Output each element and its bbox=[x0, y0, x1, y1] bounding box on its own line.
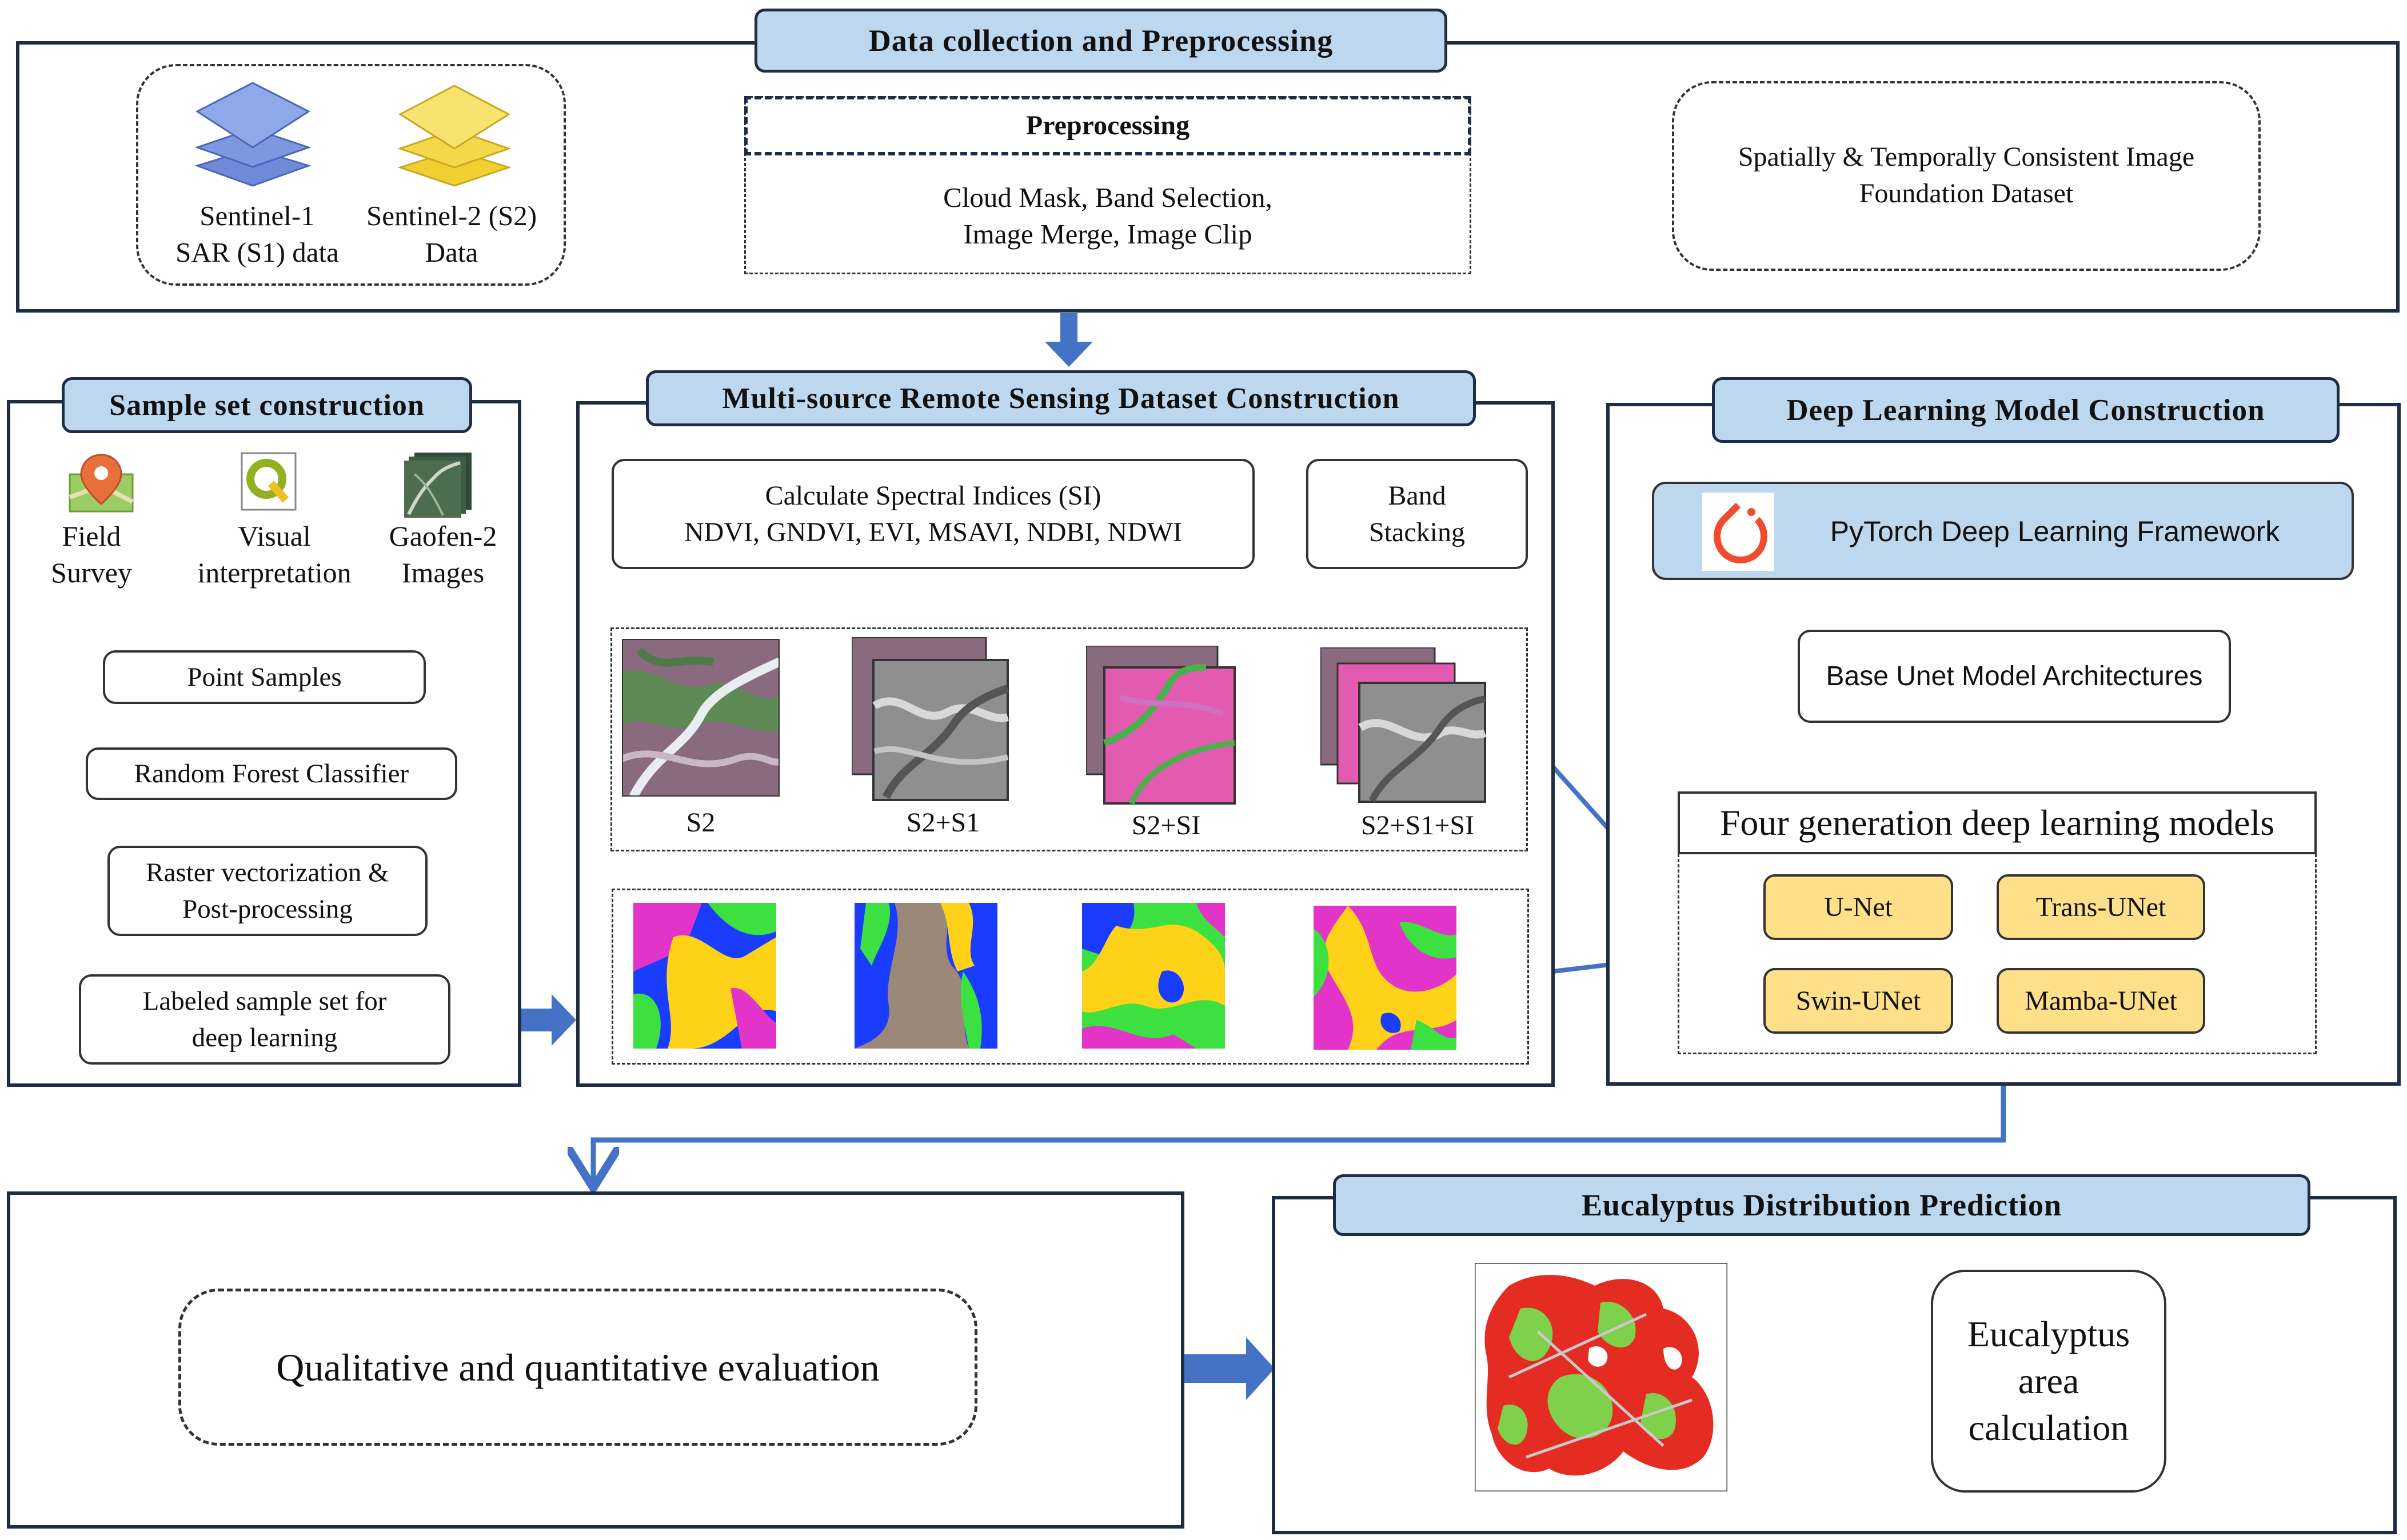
prediction-frame bbox=[1272, 1196, 2397, 1534]
foundation-dataset-label: Spatially & Temporally Consistent Image … bbox=[1738, 142, 2195, 209]
model-swin-unet: Swin-UNet bbox=[1763, 968, 1953, 1034]
sample-set-title: Sample set construction bbox=[62, 377, 472, 433]
label-maps-group bbox=[612, 889, 1529, 1065]
s2-si-image-thumbnail bbox=[1086, 646, 1236, 805]
label-map-2 bbox=[855, 903, 997, 1049]
sentinel1-layers-icon bbox=[194, 82, 312, 187]
source-field-survey: Field Survey bbox=[51, 520, 132, 589]
arrow-models-to-evaluation bbox=[593, 1086, 2006, 1183]
s2-s1-image-thumbnail bbox=[852, 637, 1009, 801]
combo-label-s2: S2 bbox=[686, 807, 716, 838]
block-arrow-down bbox=[1045, 313, 1093, 367]
sentinel2-layers-icon bbox=[397, 85, 512, 187]
label-map-3 bbox=[1082, 903, 1225, 1049]
step-random-forest: Random Forest Classifier bbox=[86, 747, 457, 800]
combination-group bbox=[610, 627, 1528, 851]
eucalyptus-area-box bbox=[1931, 1270, 2166, 1493]
band-stacking-box: Band Stacking bbox=[1306, 459, 1528, 569]
block-arrow-eval-to-prediction bbox=[1183, 1337, 1275, 1400]
evaluation-box bbox=[178, 1289, 977, 1446]
combo-label-s2-s1: S2+S1 bbox=[906, 807, 980, 838]
generation-title: Four generation deep learning models bbox=[1678, 791, 2317, 854]
model-trans-unet: Trans-UNet bbox=[1997, 874, 2205, 940]
sentinel-sources-group bbox=[136, 64, 566, 286]
s2-image-thumbnail bbox=[622, 639, 780, 797]
multisource-title: Multi-source Remote Sensing Dataset Cons… bbox=[646, 370, 1476, 426]
combo-label-s2-si: S2+SI bbox=[1131, 810, 1201, 841]
source-visual-interpretation: Visual interpretation bbox=[197, 520, 352, 589]
pytorch-logo-icon bbox=[1702, 493, 1774, 571]
step-labeled-sample-set: Labeled sample set for deep learning bbox=[79, 974, 450, 1065]
foundation-dataset-box bbox=[1672, 81, 2261, 271]
step-point-samples: Point Samples bbox=[103, 650, 426, 704]
preprocessing-steps: Cloud Mask, Band Selection, Image Merge,… bbox=[943, 181, 1272, 250]
block-arrow-sample-to-multisource bbox=[520, 994, 576, 1046]
evaluation-label: Qualitative and quantitative evaluation bbox=[276, 1345, 880, 1389]
spectral-indices-box: Calculate Spectral Indices (SI) NDVI, GN… bbox=[612, 459, 1255, 569]
step-raster-vectorization: Raster vectorization & Post-processing bbox=[107, 846, 428, 936]
deep-learning-title: Deep Learning Model Construction bbox=[1712, 377, 2340, 443]
source-gaofen2: Gaofen-2 Images bbox=[389, 520, 497, 589]
sentinel1-label: Sentinel-1 SAR (S1) data bbox=[175, 200, 339, 268]
map-pin-icon bbox=[69, 454, 134, 513]
pytorch-framework-label: PyTorch Deep Learning Framework bbox=[1830, 515, 2280, 547]
model-mamba-unet: Mamba-UNet bbox=[1997, 968, 2205, 1034]
base-unet-box: Base Unet Model Architectures bbox=[1798, 630, 2231, 723]
combo-label-s2-s1-si: S2+S1+SI bbox=[1360, 810, 1475, 841]
data-collection-title: Data collection and Preprocessing bbox=[755, 9, 1447, 73]
satellite-image-icon bbox=[404, 453, 472, 518]
eucalyptus-area-label: Eucalyptus area calculation bbox=[1967, 1314, 2130, 1448]
label-map-1 bbox=[633, 903, 776, 1049]
evaluation-frame bbox=[7, 1191, 1184, 1529]
s2-s1-si-image-thumbnail bbox=[1320, 647, 1486, 803]
label-map-4 bbox=[1314, 906, 1456, 1050]
model-unet: U-Net bbox=[1763, 874, 1953, 940]
eucalyptus-distribution-map bbox=[1475, 1263, 1727, 1491]
sentinel2-label: Sentinel-2 (S2) Data bbox=[366, 200, 537, 268]
prediction-title: Eucalyptus Distribution Prediction bbox=[1333, 1174, 2310, 1236]
qgis-icon bbox=[241, 452, 297, 511]
preprocessing-title: Preprocessing bbox=[744, 96, 1471, 155]
